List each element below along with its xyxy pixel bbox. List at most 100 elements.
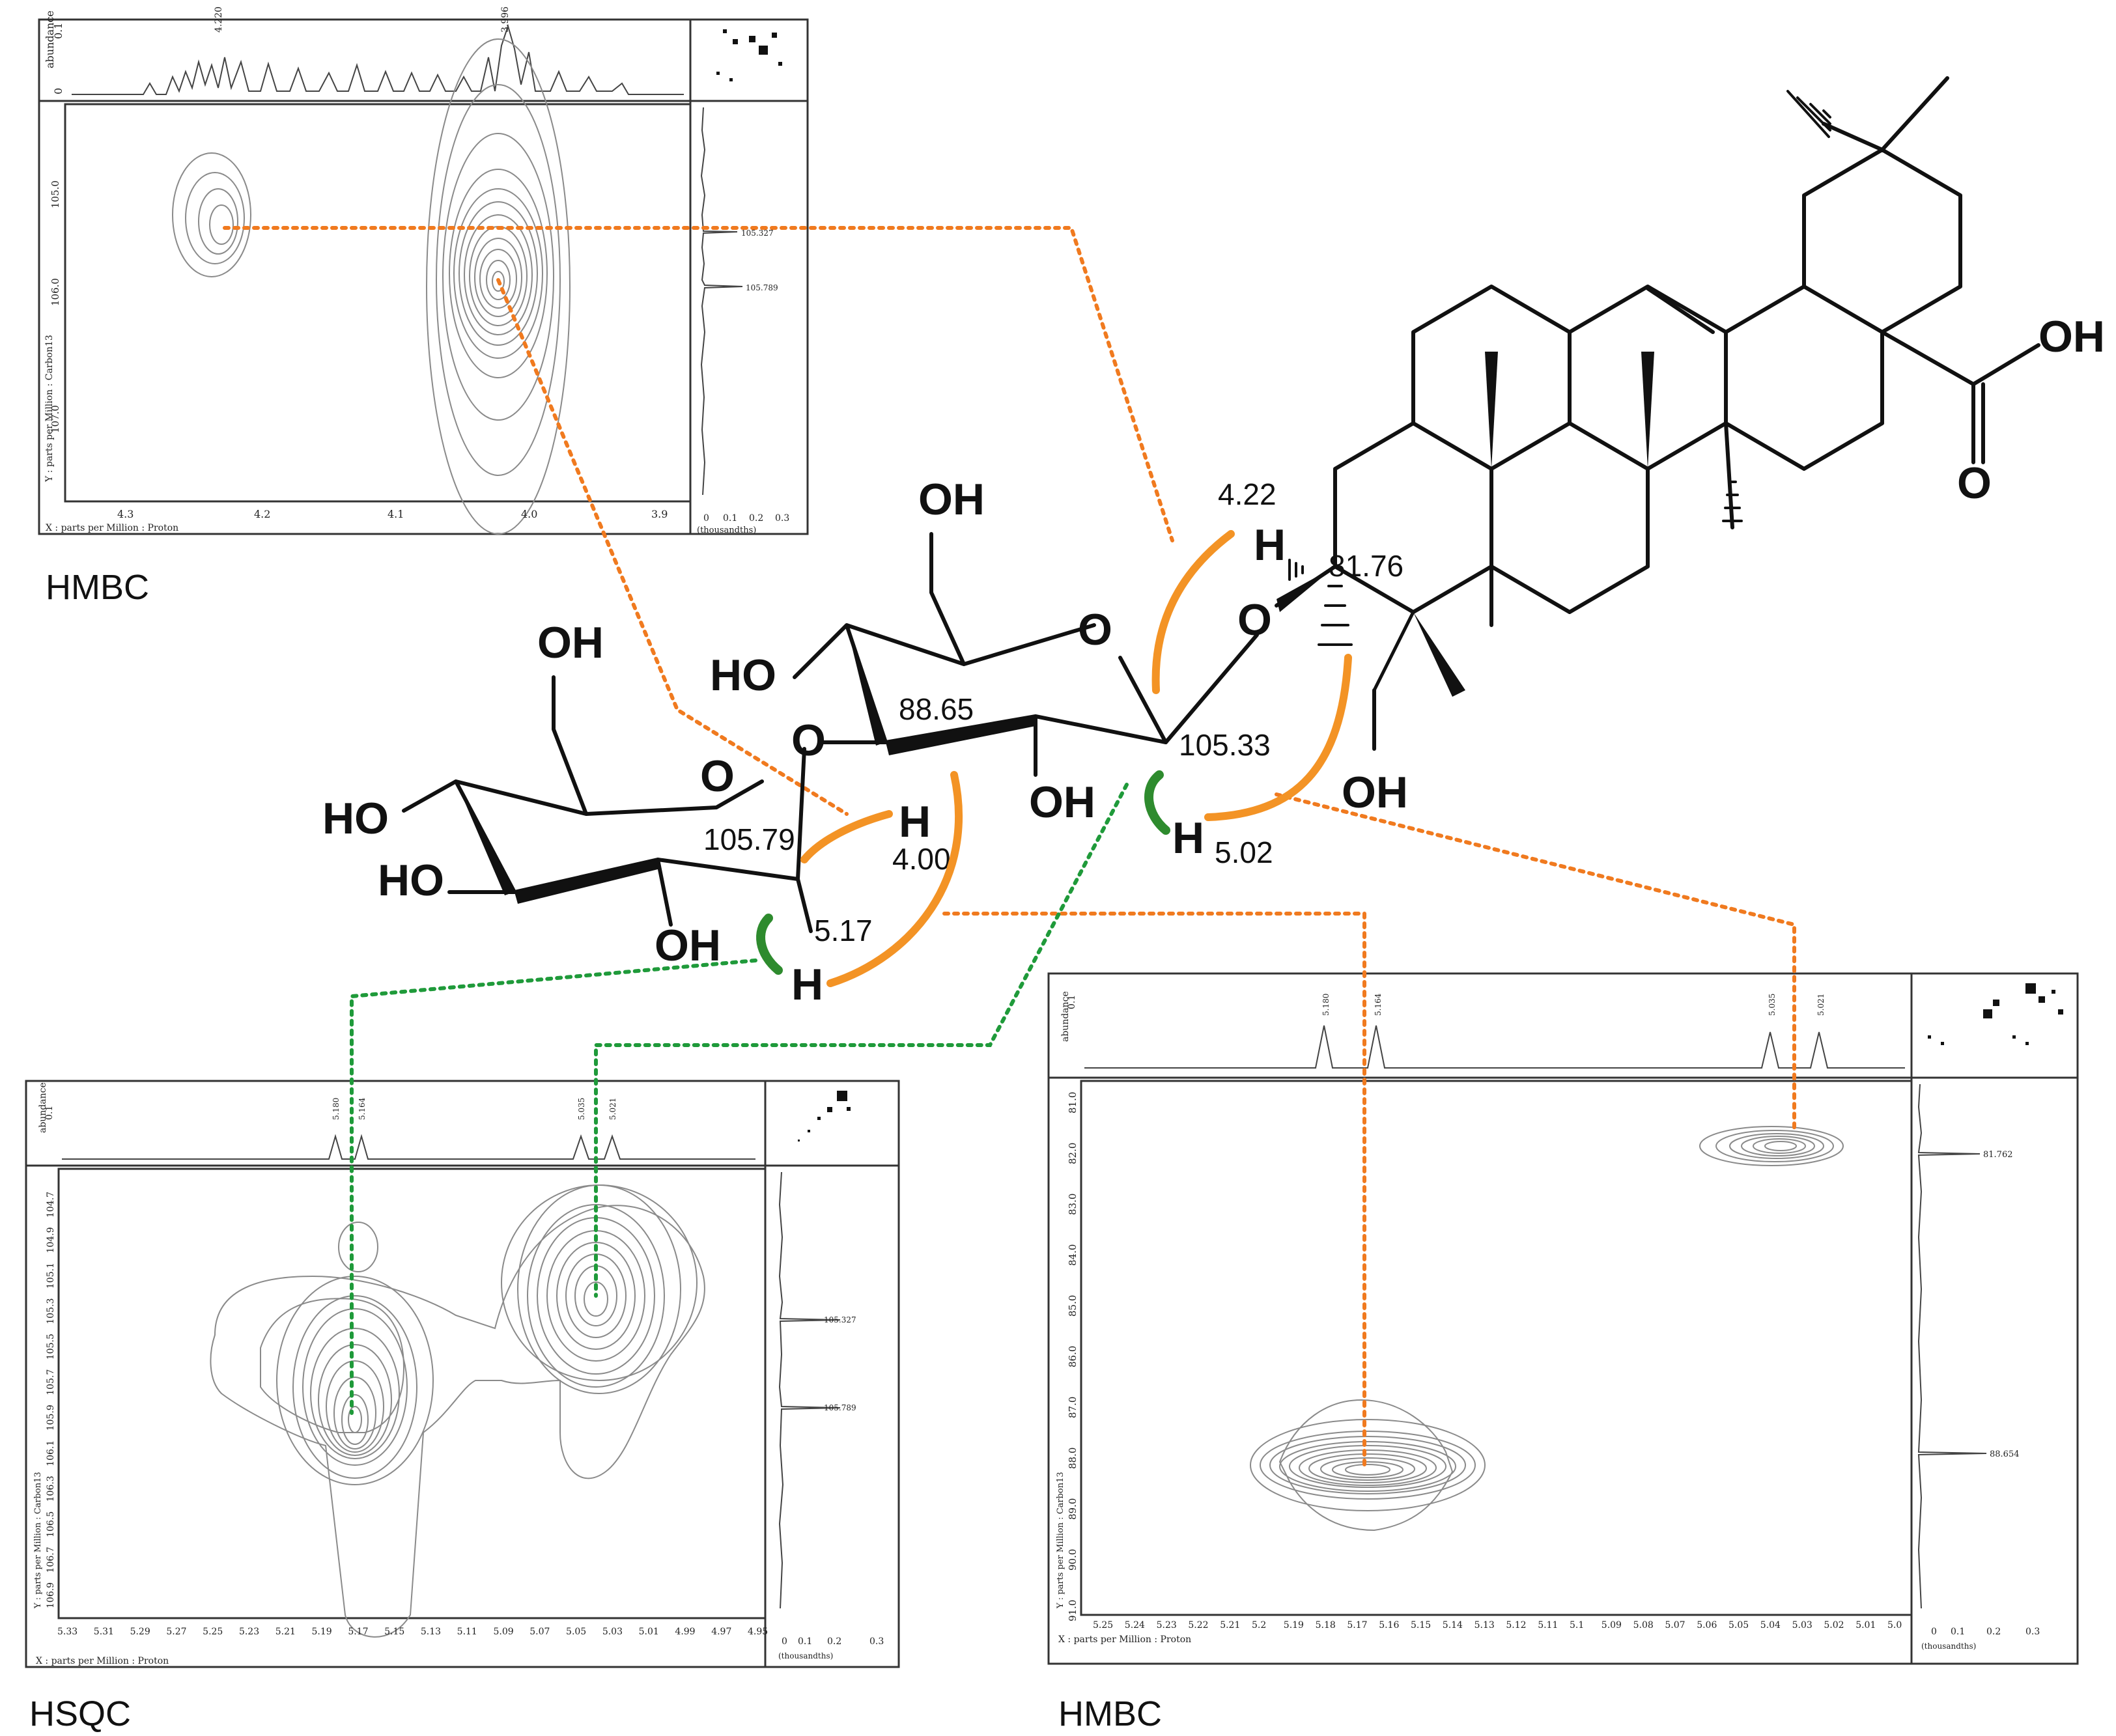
hsqcXticks-tick: 5.23 bbox=[239, 1627, 259, 1637]
hsqc-mini-map bbox=[798, 1091, 851, 1141]
hmbcBXticks-tick: 5.2 bbox=[1252, 1620, 1266, 1631]
shift-c1-outer: 105.79 bbox=[703, 822, 795, 856]
carbonyl-o-label: O bbox=[1957, 458, 1992, 508]
shift-c2-inner: 88.65 bbox=[899, 692, 974, 726]
hsqcYticks-tick: 105.7 bbox=[46, 1369, 56, 1395]
hmbc-bottom-side-peak-1: 81.762 bbox=[1983, 1150, 2013, 1160]
hmbcBXticks-tick: 5.17 bbox=[1347, 1620, 1367, 1631]
hsqc-link-5-17 bbox=[350, 959, 757, 1415]
hmbcBXticks-tick: 5.19 bbox=[1284, 1620, 1304, 1631]
hmbcBYticks-tick: 90.0 bbox=[1067, 1549, 1079, 1571]
hmbc-bottom-mini-map bbox=[1928, 983, 2063, 1045]
ho-label: HO bbox=[710, 651, 776, 700]
hsqc-top-peak: 5.180 bbox=[332, 1098, 341, 1120]
hmbc-bottom-contours bbox=[1250, 1126, 1844, 1532]
hmbcBXticks-tick: 5.09 bbox=[1601, 1620, 1622, 1631]
hmbc-top-ytick: 105.0 bbox=[49, 180, 61, 208]
carboxyl-oh-label: OH bbox=[2038, 312, 2105, 361]
hmbc-bottom-side-tick: 0 bbox=[1931, 1627, 1937, 1637]
hmbc-top-frame bbox=[38, 18, 809, 535]
hmbc-link-5-17 bbox=[942, 912, 1366, 1467]
hsqcYticks-tick: 106.5 bbox=[46, 1511, 56, 1537]
molecule bbox=[402, 76, 2040, 933]
hsqcXticks-tick: 5.13 bbox=[421, 1627, 441, 1637]
hmbcBXticks-tick: 5.12 bbox=[1506, 1620, 1526, 1631]
hsqc-abundance-tick: 0.1 bbox=[44, 1106, 55, 1120]
hsqcYticks-tick: 105.9 bbox=[46, 1405, 56, 1431]
hsqcXticks-tick: 5.11 bbox=[457, 1627, 477, 1637]
hmbcBYticks-tick: 86.0 bbox=[1067, 1346, 1079, 1367]
hmbc-top-side-peak-2: 105.789 bbox=[746, 283, 778, 292]
hsqcYticks-tick: 106.7 bbox=[46, 1547, 56, 1573]
hmbcBXticks-tick: 5.11 bbox=[1538, 1620, 1558, 1631]
hsqc-top-peak: 5.021 bbox=[608, 1098, 617, 1120]
hmbc-arrow-h2-c1 bbox=[800, 810, 893, 863]
hsqcXticks-tick: 5.27 bbox=[166, 1627, 186, 1637]
hmbcBXticks-tick: 5.24 bbox=[1125, 1620, 1145, 1631]
shift-h3: 4.22 bbox=[1218, 477, 1277, 511]
hmbcBXticks-tick: 5.15 bbox=[1411, 1620, 1431, 1631]
hmbc-bottom-side-tick: 0.3 bbox=[2025, 1627, 2040, 1637]
hsqcXticks-tick: 5.07 bbox=[529, 1627, 550, 1637]
molecule-labels: OH OH HO O O O O HO HO OH OH OH OH O H H… bbox=[322, 312, 2105, 1009]
methyl-wedge bbox=[1485, 352, 1498, 469]
hmbc-bottom-top-peak: 5.164 bbox=[1374, 993, 1383, 1016]
hmbc-top-mini-map bbox=[716, 29, 782, 81]
hmbc-arrow-h1-c3 bbox=[1204, 654, 1352, 821]
hsqcYticks-tick: 106.1 bbox=[46, 1440, 56, 1466]
hmbcBXticks-tick: 5.22 bbox=[1188, 1620, 1208, 1631]
hmbc-top-xtick: 4.0 bbox=[521, 508, 537, 520]
hmbcBXticks-tick: 5.21 bbox=[1220, 1620, 1240, 1631]
hsqc-arrows bbox=[756, 770, 1170, 975]
hmbc-bottom-top-peak: 5.035 bbox=[1768, 994, 1777, 1016]
hmbcBXticks-tick: 5.14 bbox=[1443, 1620, 1463, 1631]
hmbc-top-contours bbox=[172, 38, 571, 535]
hsqcYticks-tick: 106.3 bbox=[46, 1476, 56, 1502]
hmbcBXticks-tick: 5.16 bbox=[1379, 1620, 1399, 1631]
shift-h2-inner: 4.00 bbox=[892, 842, 951, 876]
hmbcBXticks-tick: 5.25 bbox=[1093, 1620, 1113, 1631]
hmbc-top-side-tick: 0.2 bbox=[749, 513, 763, 524]
hmbcBXticks-tick: 5.0 bbox=[1887, 1620, 1902, 1631]
hsqcXticks-tick: 5.17 bbox=[348, 1627, 368, 1637]
hmbcBXticks-tick: 5.02 bbox=[1824, 1620, 1844, 1631]
hmbc-top-xtick: 4.2 bbox=[254, 508, 270, 520]
hmbc-bottom-frame bbox=[1047, 972, 2079, 1665]
hmbc-bottom-y-ticks: 81.082.083.084.085.086.087.088.089.090.0… bbox=[1067, 1092, 1079, 1621]
hmbc-bottom-side-tick: 0.2 bbox=[1986, 1627, 2001, 1637]
hmbc-top-x-axis-label: X : parts per Million : Proton bbox=[46, 523, 178, 533]
methyl-wedge bbox=[1641, 352, 1654, 469]
hsqcXticks-tick: 5.25 bbox=[203, 1627, 223, 1637]
hmbcBYticks-tick: 87.0 bbox=[1067, 1397, 1079, 1418]
hmbc-arrows bbox=[800, 530, 1352, 987]
outer-ring-bold-bond bbox=[515, 860, 658, 904]
hmbc-bottom-title: HMBC bbox=[1058, 1694, 1162, 1733]
hmbcBXticks-tick: 5.04 bbox=[1760, 1620, 1781, 1631]
hsqcYticks-tick: 105.5 bbox=[46, 1334, 56, 1360]
hsqc-title: HSQC bbox=[29, 1694, 131, 1733]
shift-h1-outer: 5.17 bbox=[814, 914, 873, 947]
h3-label: H bbox=[1254, 520, 1286, 570]
hmbc-top-side-tick: 0.1 bbox=[723, 513, 737, 524]
c3-wedge bbox=[1277, 567, 1335, 612]
hsqcXticks-tick: 4.95 bbox=[748, 1627, 768, 1637]
hsqc-side-peak-1: 105.327 bbox=[824, 1315, 856, 1324]
hsqc-side-peak-2: 105.789 bbox=[824, 1403, 856, 1412]
hmbcBYticks-tick: 83.0 bbox=[1067, 1194, 1079, 1215]
hsqc-panel: abundance 0.1 5.180 5.164 5.035 5.021 5.… bbox=[25, 1080, 900, 1733]
hsqcYticks-tick: 105.3 bbox=[46, 1298, 56, 1324]
hmbc-top-xtick: 3.9 bbox=[651, 508, 668, 520]
hmbcBXticks-tick: 5.23 bbox=[1157, 1620, 1177, 1631]
h2-label: H bbox=[899, 797, 931, 847]
hsqc-side-tick: 0.2 bbox=[827, 1636, 841, 1647]
inner-ring-wedge bbox=[847, 625, 886, 746]
hmbcBYticks-tick: 84.0 bbox=[1067, 1244, 1079, 1266]
hmbc-top-peak-1: 4.220 bbox=[214, 7, 224, 33]
hmbc-top-abundance-label: abundance bbox=[44, 10, 56, 68]
hsqc-top-peak: 5.164 bbox=[358, 1097, 367, 1120]
hsqc-side-tick: 0 bbox=[782, 1636, 787, 1647]
hmbc-top-abundance-zero: 0 bbox=[52, 88, 64, 94]
hmbc-top-side-tick: 0.3 bbox=[775, 513, 789, 524]
hmbc-link-4-00 bbox=[496, 278, 849, 816]
